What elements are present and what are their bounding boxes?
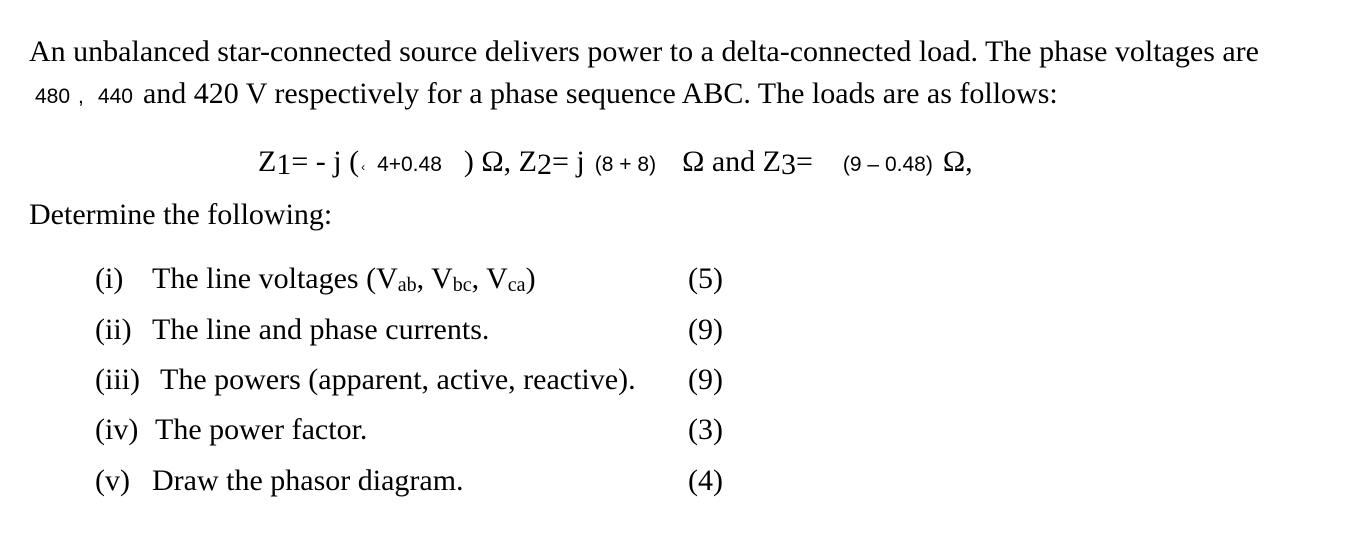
z1-label: Z (258, 145, 277, 178)
item-text: The line and phase currents. (152, 313, 490, 346)
item-text: The line voltages (Vab, Vbc, Vca) (152, 262, 536, 296)
z2-suffix: Ω and Z (682, 145, 781, 178)
item-text: The power factor. (155, 413, 368, 446)
intro-line-2: 480, 440 and 420 V respectively for a phas… (35, 79, 1058, 109)
z2-value: (8 + 8) (594, 153, 657, 176)
z1-value: 4+0.48 (377, 153, 442, 176)
determine-heading: Determine the following: (29, 198, 333, 231)
item-marks: (9) (688, 313, 723, 346)
z3-subscript: 3 (781, 148, 796, 181)
item-number: (iv) (95, 413, 139, 446)
item-text: Draw the phasor diagram. (152, 464, 464, 497)
item-number: (ii) (95, 313, 132, 346)
item-marks: (9) (688, 363, 723, 396)
impedance-equation: Z1= - j (‹ 4+0.48 ) Ω, Z2= j (8 + 8) Ω and Z… (258, 147, 973, 180)
z3-prefix: = (796, 145, 813, 178)
intro-line-1: An unbalanced star-connected source deli… (29, 35, 1259, 68)
item-marks: (5) (688, 262, 723, 295)
item-text: The powers (apparent, active, reactive). (160, 363, 636, 396)
z1-fragment: ‹ (361, 160, 366, 174)
z1-suffix: ) Ω, Z (463, 145, 538, 178)
item-marks: (4) (688, 464, 723, 497)
item-number: (iii) (95, 363, 140, 396)
z1-prefix: = - j ( (291, 145, 360, 178)
item-marks: (3) (688, 413, 723, 446)
z2-subscript: 2 (537, 148, 553, 181)
item-number: (v) (95, 464, 130, 497)
comma: , (78, 85, 84, 108)
intro-line-2-text: and 420 V respectively for a phase seque… (142, 77, 1058, 110)
phase-voltage-b: 440 (97, 85, 133, 108)
phase-voltage-a: 480 (35, 85, 71, 108)
item-number: (i) (95, 262, 124, 295)
z2-prefix: = j (552, 145, 585, 178)
z1-subscript: 1 (276, 148, 292, 181)
z3-suffix: Ω, (942, 145, 973, 178)
z3-value: (9 – 0.48) (842, 153, 933, 176)
